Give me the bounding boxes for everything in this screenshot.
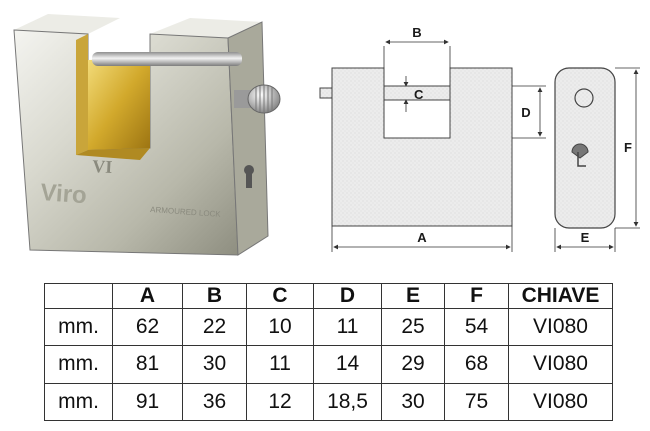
key-code-cell: VI080 [508,345,613,384]
unit-cell: mm. [44,382,113,422]
unit-cell: mm. [44,345,113,384]
keyhole-icon [571,143,589,167]
table-cell: 54 [444,307,509,347]
dim-label-a: A [417,230,427,245]
header-cell-c: C [246,283,314,309]
header-cell [44,283,113,309]
brand-mark: Viro [40,179,88,209]
shackle-hole-icon [574,88,594,108]
table-cell: 12 [246,382,314,422]
table-cell: 11 [313,307,382,347]
key-code-cell: VI080 [508,382,613,422]
header-cell-e: E [381,283,445,309]
table-cell: 81 [112,345,183,384]
table-cell: 30 [381,382,445,422]
table-cell: 29 [381,345,445,384]
monogram: VI [92,156,113,177]
dim-label-b: B [412,25,421,40]
table-cell: 62 [112,307,183,347]
table-row: mm. 62 22 10 11 25 54 VI080 [44,307,613,347]
table-cell: 91 [112,382,183,422]
unit-cell: mm. [44,307,113,347]
table-cell: 68 [444,345,509,384]
dim-label-c: C [414,87,424,102]
table-cell: 30 [182,345,247,384]
table-header-row: A B C D E F CHIAVE [44,283,613,309]
table-cell: 25 [381,307,445,347]
header-cell-f: F [444,283,509,309]
key-code-cell: VI080 [508,307,613,347]
front-view [319,67,513,227]
table-cell: 18,5 [313,382,382,422]
table-cell: 36 [182,382,247,422]
side-view [554,67,616,229]
table-cell: 75 [444,382,509,422]
dim-label-e: E [581,230,590,245]
table-row: mm. 91 36 12 18,5 30 75 VI080 [44,382,613,422]
dimension-drawing: B C D A E F [319,25,640,252]
header-cell-chiave: CHIAVE [508,283,613,309]
table-cell: 22 [182,307,247,347]
header-cell-a: A [112,283,183,309]
padlock-photo: VI Viro ARMOURED LOCK [13,14,281,256]
table-cell: 10 [246,307,314,347]
table-cell: 11 [246,345,314,384]
table-cell: 14 [313,345,382,384]
dimension-lines [331,39,640,252]
header-cell-d: D [313,283,382,309]
dimensions-table: A B C D E F CHIAVE mm. 62 22 10 11 25 54… [44,283,613,422]
keyhole-icon [244,165,254,188]
header-cell-b: B [182,283,247,309]
table-row: mm. 81 30 11 14 29 68 VI080 [44,345,613,384]
dim-label-d: D [521,105,530,120]
dim-label-f: F [624,140,632,155]
release-knob-icon [234,84,281,114]
shackle-bar [92,52,242,66]
padlock-body [13,14,269,256]
brass-cavity [88,58,150,150]
